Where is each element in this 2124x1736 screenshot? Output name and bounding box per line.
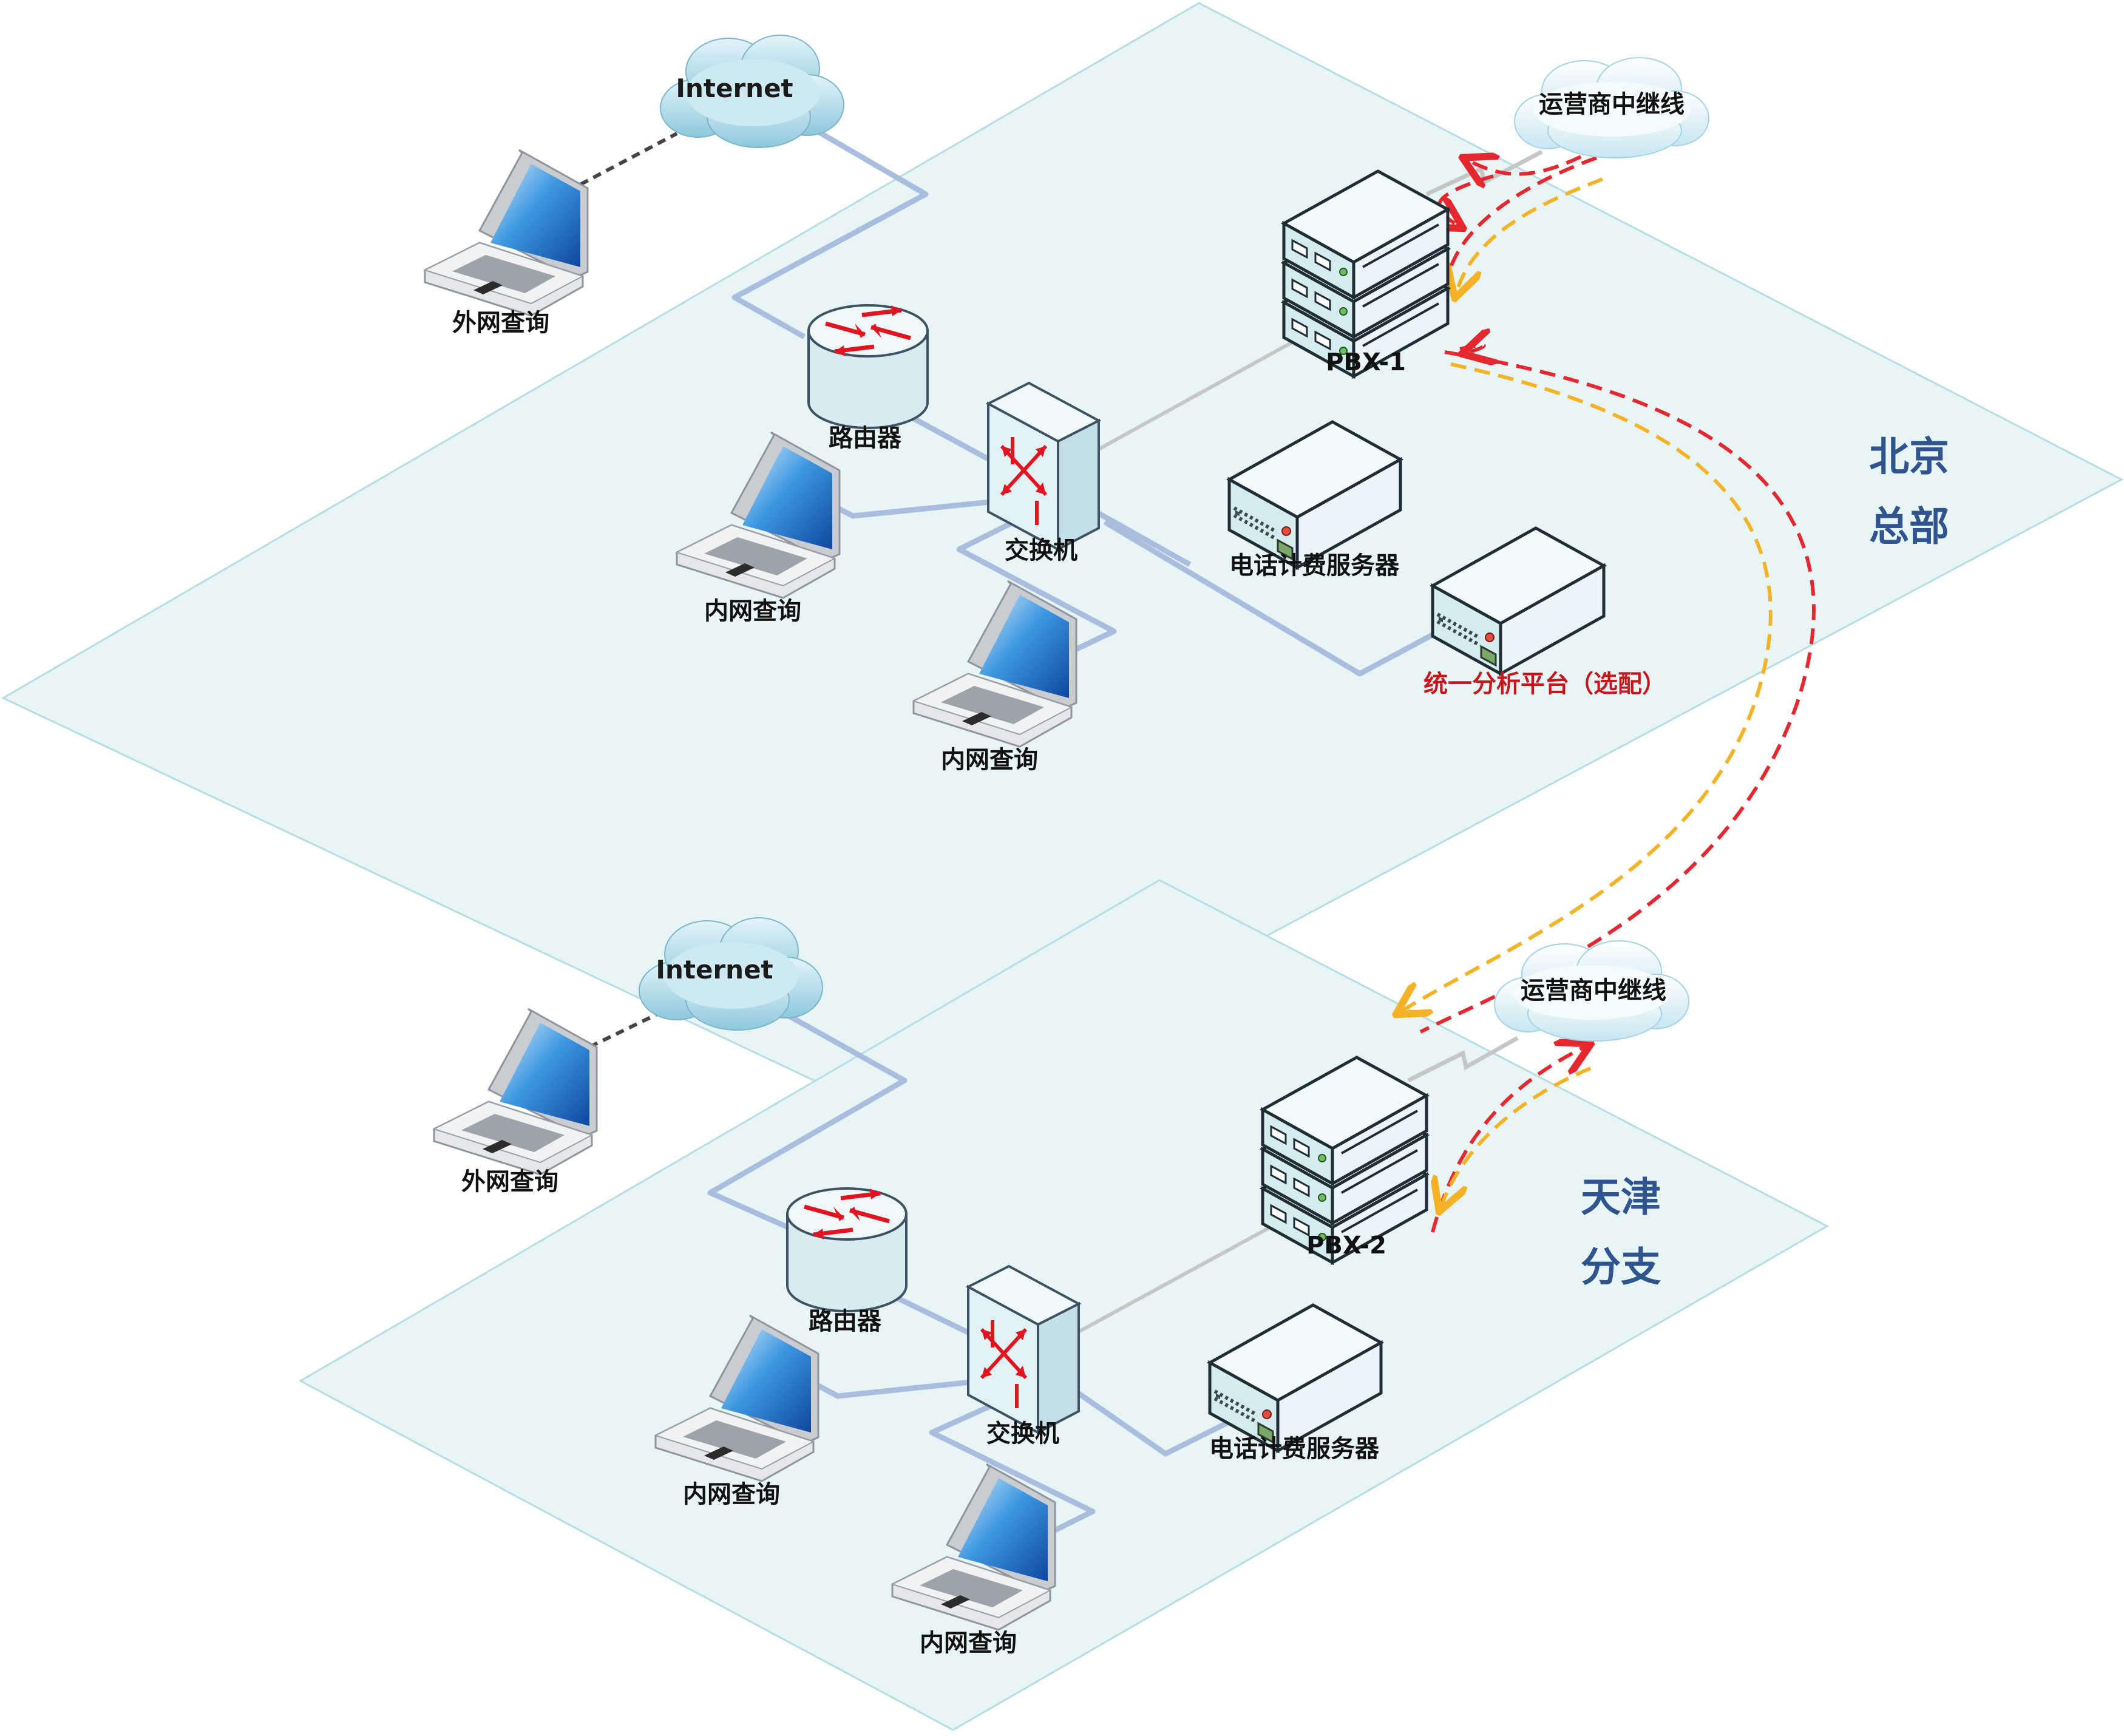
tianjin-carrier-label: 运营商中继线: [1521, 977, 1666, 1005]
tianjin-router-label: 路由器: [809, 1307, 882, 1335]
beijing-external-query-label: 外网查询: [452, 309, 549, 337]
tianjin-internal-query-label-2: 内网查询: [920, 1629, 1017, 1657]
tianjin-region-label-line2: 分支: [1581, 1244, 1661, 1290]
tianjin-internal-query-label-1: 内网查询: [683, 1480, 780, 1508]
tianjin-external-laptop: [433, 1008, 598, 1176]
beijing-region-label-line1: 北京: [1869, 433, 1949, 480]
beijing-router-label: 路由器: [829, 424, 902, 452]
beijing-internal-query-label-1: 内网查询: [704, 597, 801, 625]
beijing-carrier-label: 运营商中继线: [1539, 90, 1685, 118]
tianjin-region-label-line1: 天津: [1581, 1174, 1661, 1221]
beijing-region-label-line2: 总部: [1869, 503, 1949, 550]
tianjin-router: [787, 1188, 906, 1311]
beijing-external-dashed: [566, 132, 678, 193]
beijing-external-laptop: [424, 149, 589, 317]
tianjin-switch-label: 交换机: [986, 1420, 1059, 1448]
tianjin-external-query-label: 外网查询: [461, 1168, 558, 1196]
beijing-billing-server-label: 电话计费服务器: [1229, 552, 1400, 580]
tianjin-carrier-zigzag: [1407, 1036, 1519, 1083]
tianjin-billing-server-label: 电话计费服务器: [1209, 1435, 1380, 1463]
tianjin-internet-label: Internet: [656, 955, 773, 985]
beijing-pbx-label: PBX-1: [1326, 348, 1406, 376]
beijing-switch-label: 交换机: [1005, 537, 1077, 565]
beijing-internet-label: Internet: [676, 73, 793, 103]
signal-arrows: [1402, 144, 1816, 1233]
tianjin-pbx-label: PBX-2: [1306, 1232, 1386, 1260]
beijing-internal-query-label-2: 内网查询: [941, 746, 1038, 774]
beijing-router: [809, 305, 928, 428]
beijing-analytics-platform-label: 统一分析平台（选配）: [1423, 670, 1666, 698]
